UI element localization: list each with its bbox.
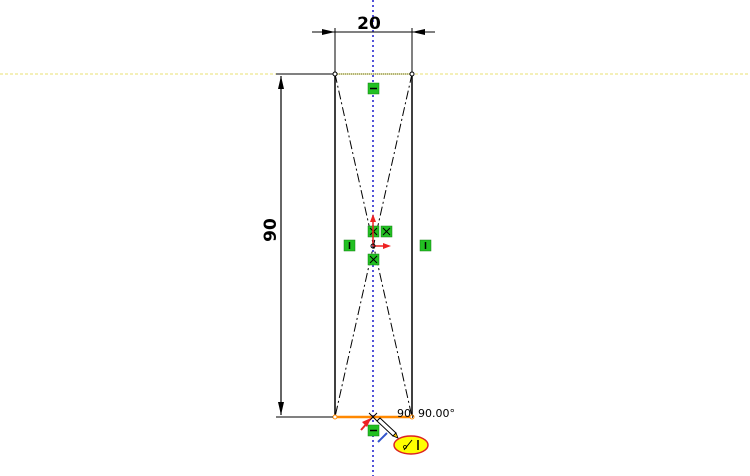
inference-arrow-icon <box>360 418 371 431</box>
corner-point-top-right[interactable] <box>409 71 415 77</box>
width-dimension-label[interactable]: 20 <box>357 14 381 34</box>
height-dimension-label[interactable]: 90 <box>261 218 281 242</box>
vertical-relation-icon[interactable] <box>343 239 356 252</box>
origin-axes-icon <box>370 214 391 249</box>
coincident-relation-icon[interactable] <box>367 253 380 266</box>
vertical-relation-icon[interactable] <box>419 239 432 252</box>
corner-point-top-left[interactable] <box>332 71 338 77</box>
line-tool-glyph <box>377 432 388 443</box>
coincident-relation-icon[interactable] <box>380 225 393 238</box>
cursor-readout: 90, 90.00° <box>397 407 455 420</box>
corner-point-bottom-right[interactable] <box>409 414 415 420</box>
width-dimension[interactable]: 20 <box>312 14 435 72</box>
cursor-point-marker <box>368 412 378 422</box>
horizontal-relation-icon[interactable] <box>367 82 380 95</box>
height-dimension[interactable]: 90 <box>261 73 333 418</box>
line-pencil-cursor-icon <box>376 417 399 439</box>
horizontal-relation-icon[interactable] <box>367 424 380 437</box>
perpendicular-inference-icon <box>393 435 429 455</box>
corner-point-bottom-left[interactable] <box>332 414 338 420</box>
